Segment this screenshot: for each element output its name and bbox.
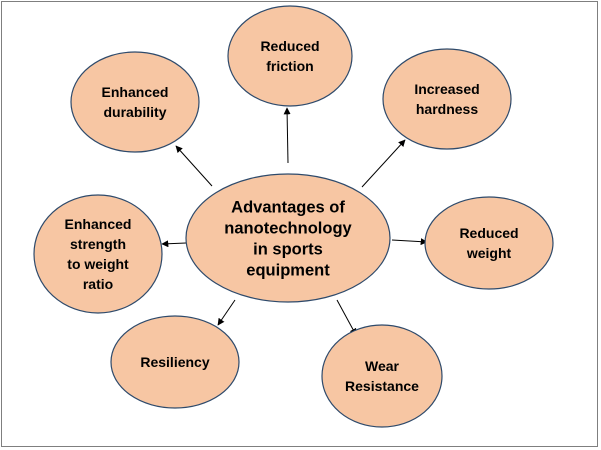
arrow-to-reduced-friction: [283, 107, 291, 164]
node-enhanced-durability-label-line: Enhanced: [102, 84, 169, 100]
node-increased-hardness-label-line: Increased: [414, 81, 479, 97]
arrow-to-resiliency: [217, 299, 236, 326]
node-enhanced-durability-label-line: durability: [103, 104, 166, 120]
node-resiliency: Resiliency: [110, 315, 240, 409]
center-node: Advantages of nanotechnology in sports equi…: [185, 173, 391, 303]
node-reduced-weight-label-line: Reduced: [459, 225, 518, 241]
arrow-to-increased-hardness: [361, 139, 406, 188]
center-node-label-line: in sports: [253, 240, 323, 258]
node-wear-resistance-label-line: Wear: [365, 358, 400, 374]
center-node-label-line: nanotechnology: [224, 219, 352, 237]
node-reduced-weight: Reduced weight: [424, 196, 554, 290]
arrow-to-wear-resistance: [336, 299, 357, 336]
arrow-to-reduced-weight: [391, 238, 428, 246]
node-reduced-friction-label-line: friction: [266, 58, 313, 74]
node-enhanced-strength: Enhanced strength to weight ratio: [33, 194, 163, 314]
node-resiliency-ellipse: [110, 315, 240, 409]
center-node-label-line: Advantages of: [231, 198, 345, 216]
node-reduced-friction: Reduced friction: [227, 5, 353, 107]
node-enhanced-strength-label-line: ratio: [83, 276, 113, 292]
node-enhanced-strength-label-line: to weight: [67, 256, 129, 272]
node-reduced-weight-label-line: weight: [466, 245, 512, 261]
node-enhanced-durability: Enhanced durability: [70, 51, 200, 153]
node-enhanced-strength-label-line: Enhanced: [65, 216, 132, 232]
node-increased-hardness-label-line: hardness: [416, 101, 478, 117]
arrow-to-enhanced-strength: [161, 240, 187, 248]
arrow-to-enhanced-durability: [175, 145, 213, 187]
node-wear-resistance-label-line: Resistance: [345, 378, 419, 394]
node-reduced-friction-label-line: Reduced: [260, 38, 319, 54]
node-reduced-weight-ellipse: [424, 196, 554, 290]
node-increased-hardness: Increased hardness: [382, 48, 512, 150]
node-enhanced-strength-label-line: strength: [70, 236, 126, 252]
node-resiliency-label-line: Resiliency: [140, 354, 209, 370]
node-reduced-friction-ellipse: [227, 5, 353, 107]
nodes-layer: Advantages of nanotechnology in sports equi…: [33, 5, 554, 428]
node-increased-hardness-ellipse: [382, 48, 512, 150]
center-node-ellipse: [185, 173, 391, 303]
node-enhanced-durability-ellipse: [70, 51, 200, 153]
arrows-layer: [161, 107, 428, 336]
center-node-label-line: equipment: [246, 261, 330, 279]
node-enhanced-strength-ellipse: [33, 194, 163, 314]
node-wear-resistance-ellipse: [321, 324, 443, 428]
